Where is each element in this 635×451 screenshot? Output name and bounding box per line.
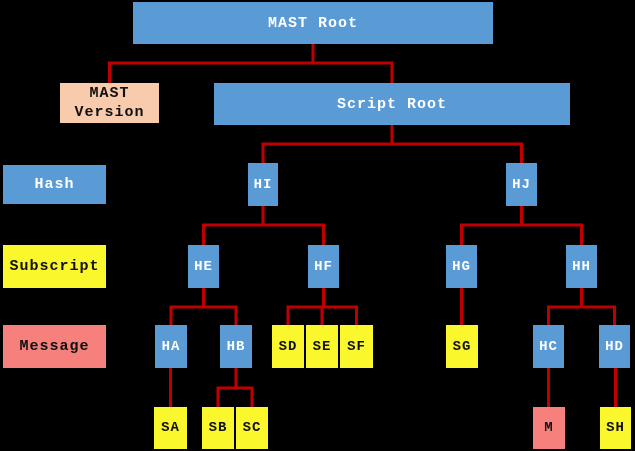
node-hi: HI [248,163,278,206]
edge-script-root-hj [390,125,523,163]
node-hg: HG [446,245,477,288]
edge-script-root-hi [261,125,394,163]
node-sc: SC [236,407,268,449]
node-hh: HH [566,245,597,288]
edge-hj-hg [460,206,523,245]
edge-hh-hc [547,288,583,325]
node-hc: HC [533,325,564,368]
node-ha: HA [155,325,187,368]
edge-mast-root-script-root [311,44,394,83]
node-sb: SB [202,407,234,449]
edge-hh-hd [580,288,616,325]
node-script-root: Script Root [214,83,570,125]
edge-hi-he [202,206,265,245]
edge-hb-sb [216,368,238,407]
node-sg: SG [446,325,478,368]
node-mast-root: MAST Root [133,2,493,44]
edge-he-ha [169,288,205,325]
node-m: M [533,407,565,449]
edge-he-hb [202,288,238,325]
node-hj: HJ [506,163,537,206]
edge-hi-hf [261,206,325,245]
node-hb: HB [220,325,252,368]
edge-hb-sc [234,368,254,407]
node-mast-version: MAST Version [60,83,159,123]
edge-mast-root-mast-version [108,44,315,83]
row-label-subscript: Subscript [3,245,106,288]
node-sa: SA [154,407,187,449]
node-sf: SF [340,325,373,368]
node-sh: SH [600,407,631,449]
edge-hf-sd [286,288,325,325]
edge-hf-sf [322,288,358,325]
node-hd: HD [599,325,630,368]
node-se: SE [306,325,338,368]
row-label-message: Message [3,325,106,368]
node-sd: SD [272,325,304,368]
edge-hj-hh [520,206,583,245]
row-label-hash: Hash [3,165,106,204]
node-hf: HF [308,245,339,288]
node-he: HE [188,245,219,288]
